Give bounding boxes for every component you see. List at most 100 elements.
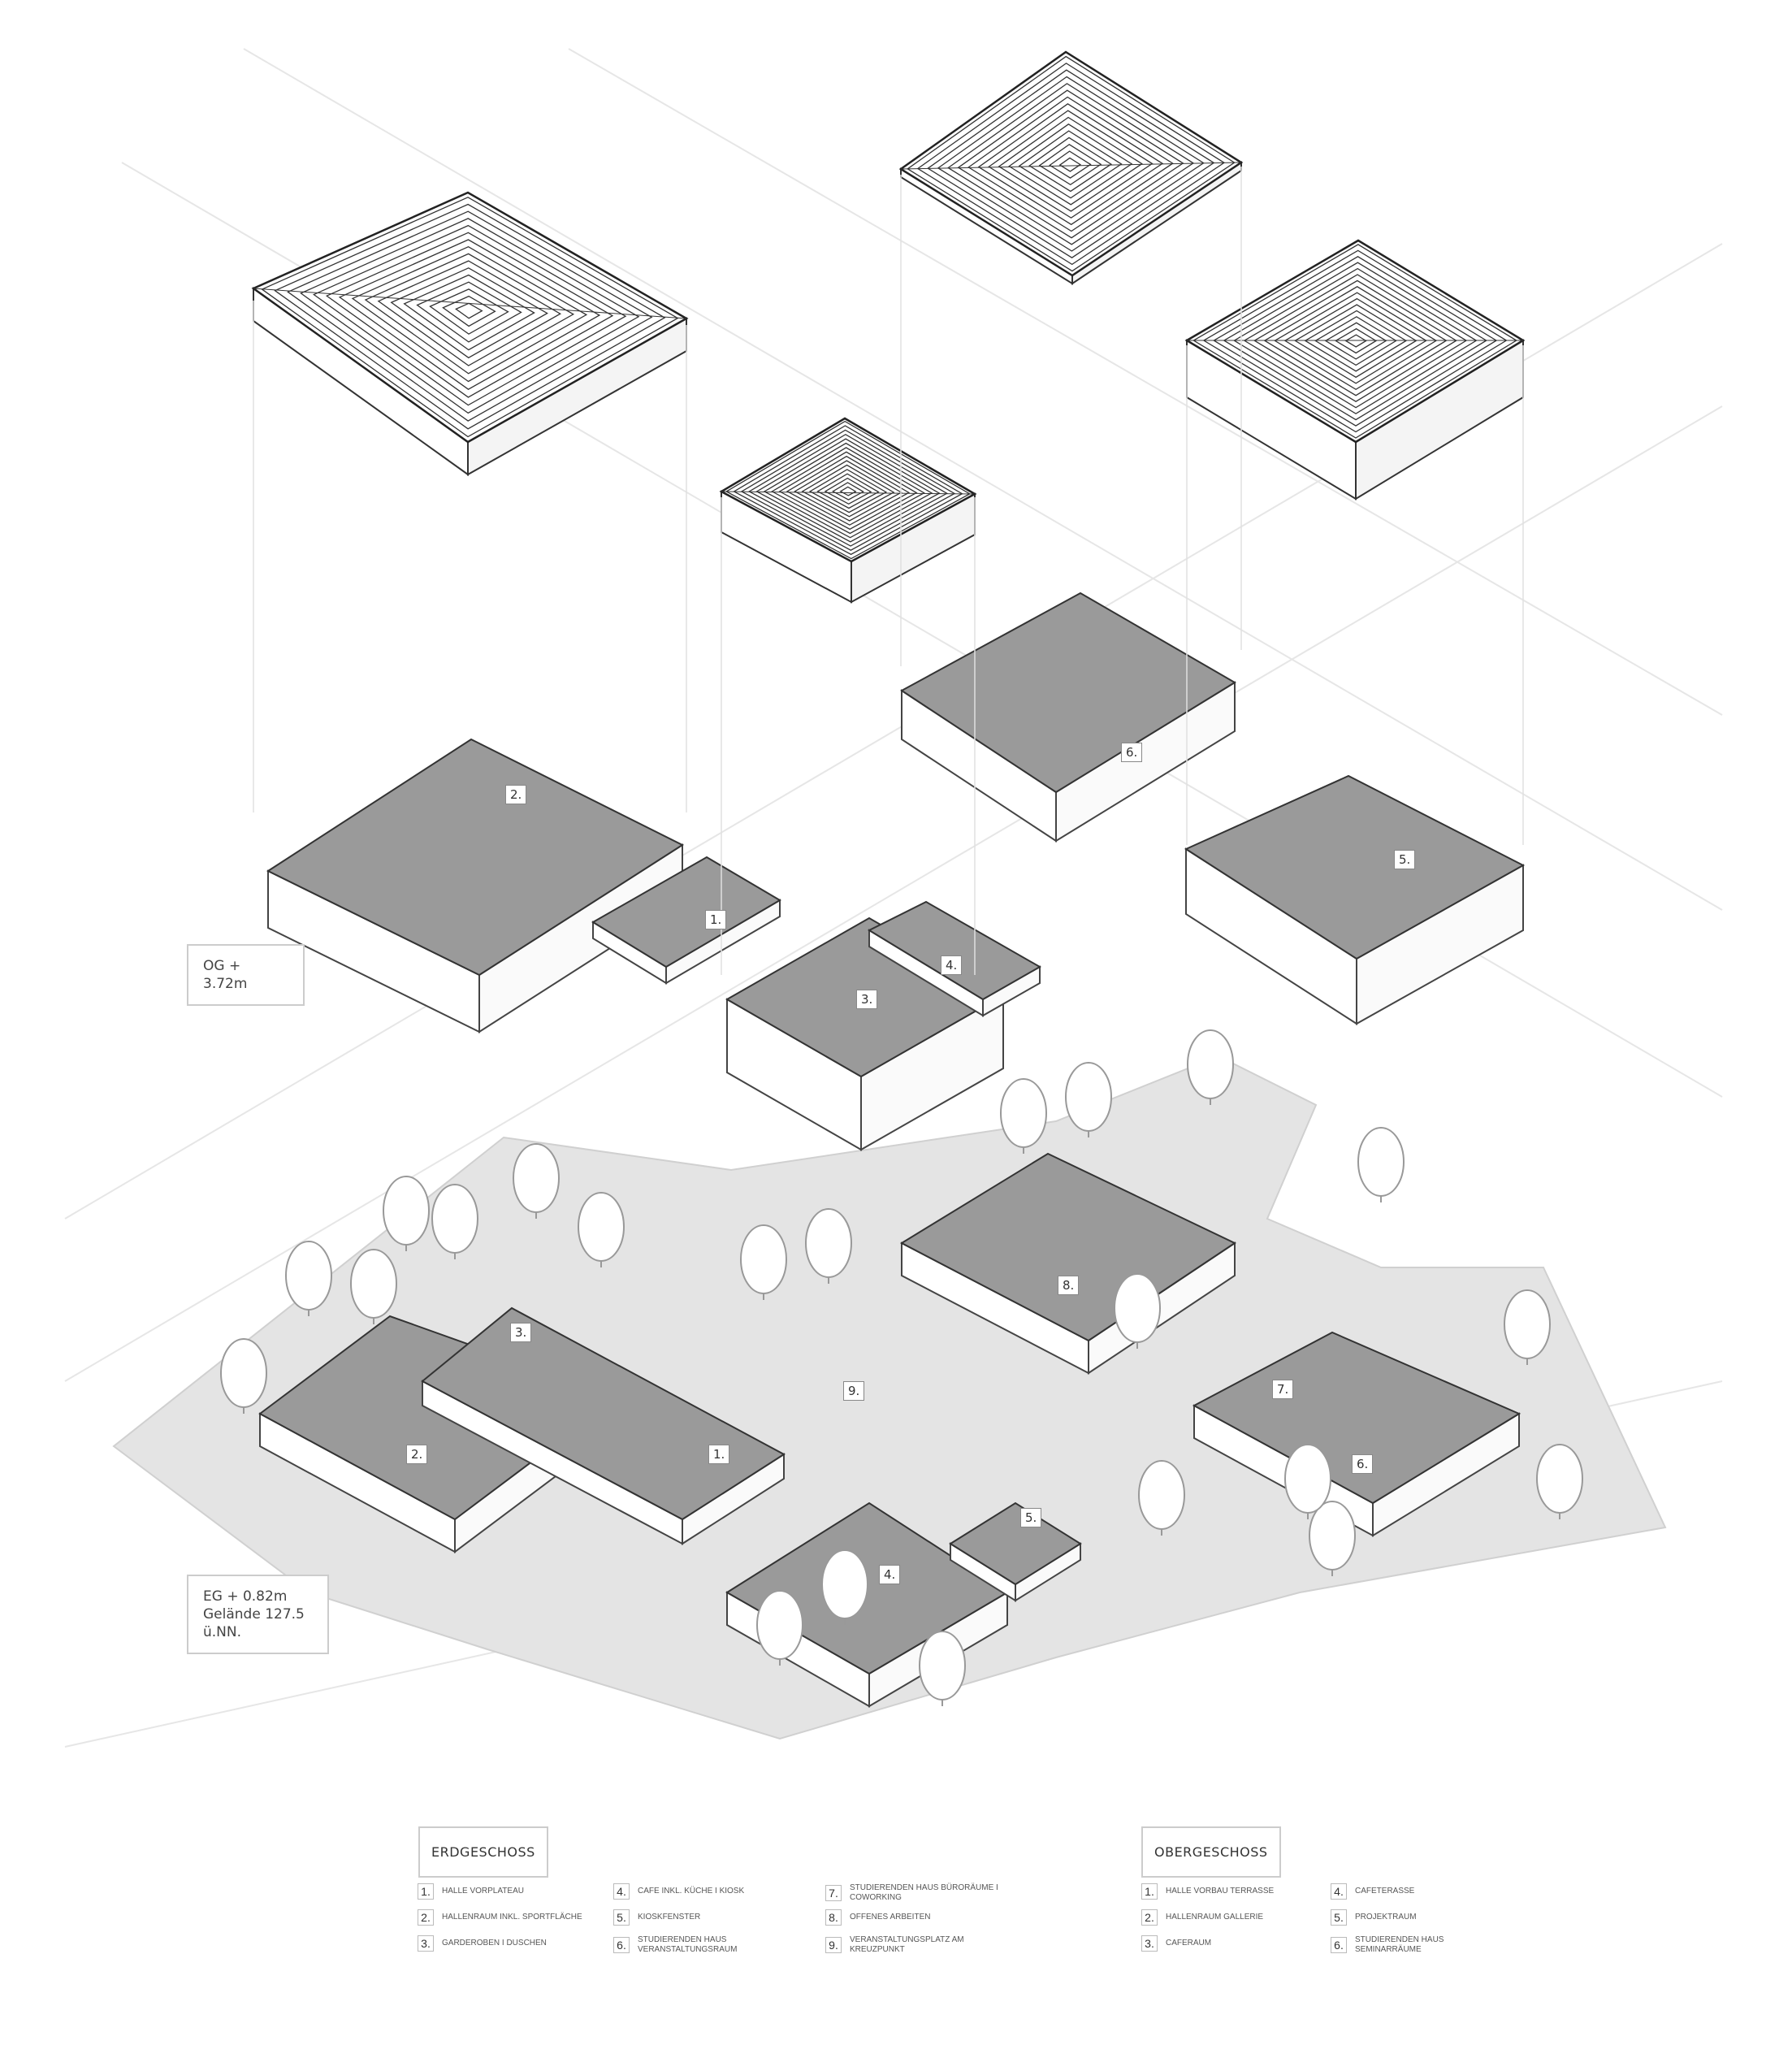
floor-plate — [266, 738, 685, 1033]
eg-label-9: 9. — [843, 1381, 865, 1401]
legend-item: 8. OFFENES ARBEITEN — [825, 1909, 1012, 1926]
legend-item-number: 5. — [1331, 1909, 1347, 1926]
tree-icon — [1138, 1460, 1185, 1536]
legend-item-number: 4. — [613, 1883, 630, 1900]
legend-erdgeschoss-title: ERDGESCHOSS — [418, 1826, 548, 1878]
legend-item: 5. PROJEKTRAUM — [1331, 1909, 1509, 1926]
tree-icon — [285, 1241, 332, 1316]
legend-item-number: 3. — [418, 1935, 434, 1952]
tree-icon — [756, 1590, 803, 1666]
floor-plate — [1184, 774, 1526, 1025]
tree-icon — [805, 1208, 852, 1284]
legend-item: 1. HALLE VORPLATEAU — [418, 1883, 604, 1900]
eg-elevation-text: EG + 0.82m — [203, 1588, 288, 1605]
legend-item-label: GARDEROBEN I DUSCHEN — [442, 1939, 547, 1948]
legend-item-number: 2. — [1141, 1909, 1158, 1926]
eg-label-7: 7. — [1272, 1380, 1294, 1399]
legend-item-label: CAFETERASSE — [1355, 1887, 1415, 1896]
floor-plate — [867, 900, 1042, 1017]
tree-icon — [1357, 1127, 1405, 1202]
legend-item: 3. GARDEROBEN I DUSCHEN — [418, 1935, 604, 1952]
tree-icon — [1000, 1078, 1047, 1154]
legend-item-label: STUDIERENDEN HAUS SEMINARRÄUME — [1355, 1935, 1444, 1954]
og-label-6: 6. — [1121, 743, 1143, 762]
og-label-1: 1. — [705, 910, 727, 929]
legend-obergeschoss-title: OBERGESCHOSS — [1141, 1826, 1281, 1878]
eg-label-3: 3. — [510, 1323, 532, 1342]
eg-label-5: 5. — [1020, 1508, 1042, 1527]
tree-icon — [919, 1631, 966, 1706]
tree-icon — [220, 1338, 267, 1414]
legend-item-label: HALLENRAUM GALLERIE — [1166, 1913, 1264, 1922]
og-label-5: 5. — [1394, 850, 1416, 869]
legend-item: 2. HALLENRAUM INKL. SPORTFLÄCHE — [418, 1909, 604, 1926]
legend-item-label: OFFENES ARBEITEN — [850, 1913, 931, 1922]
tree-icon — [1114, 1273, 1161, 1349]
roof-plate — [898, 50, 1244, 285]
trees — [220, 1029, 1583, 1706]
legend-item: 3.CAFERAUM — [1141, 1935, 1320, 1952]
tree-icon — [740, 1224, 787, 1300]
projection-lines — [253, 167, 1524, 975]
roof-plate — [251, 191, 689, 476]
eg-label-1: 1. — [708, 1445, 730, 1464]
legend-item-label: STUDIERENDEN HAUS BÜRORÄUME I COWORKING — [850, 1883, 998, 1902]
og-elevation-text: OG + 3.72m — [203, 958, 248, 992]
legend-item-label: PROJEKTRAUM — [1355, 1913, 1417, 1922]
tree-icon — [513, 1143, 560, 1219]
legend-item: 7. STUDIERENDEN HAUS BÜRORÄUME I COWORKIN… — [825, 1883, 1012, 1903]
legend-item-number: 2. — [418, 1909, 434, 1926]
tree-icon — [1504, 1289, 1551, 1365]
ground-elevation-text: Gelände 127.5 ü.NN. — [203, 1606, 305, 1640]
legend-item: 6. STUDIERENDEN HAUS SEMINARRÄUME — [1331, 1935, 1509, 1955]
legend-item: 4. CAFE INKL. KÜCHE I KIOSK — [613, 1883, 800, 1900]
legend-item-number: 4. — [1331, 1883, 1347, 1900]
tree-icon — [431, 1184, 478, 1259]
legend-item-label: HALLENRAUM INKL. SPORTFLÄCHE — [442, 1913, 582, 1922]
tree-icon — [383, 1176, 430, 1251]
legend-item-label: STUDIERENDEN HAUS VERANSTALTUNGSRAUM — [638, 1935, 738, 1954]
legend-item-label: CAFE INKL. KÜCHE I KIOSK — [638, 1887, 745, 1896]
tree-icon — [821, 1549, 868, 1625]
tree-icon — [1284, 1444, 1331, 1519]
level-og-label: OG + 3.72m — [187, 944, 305, 1006]
legend-item: 4. CAFETERASSE — [1331, 1883, 1509, 1900]
eg-label-2: 2. — [406, 1445, 428, 1464]
tree-icon — [350, 1249, 397, 1324]
legend-item-number: 6. — [1331, 1937, 1347, 1953]
legend-item: 9. VERANSTALTUNGSPLATZ AM KREUZPUNKT — [825, 1935, 1012, 1955]
legend-item-number: 5. — [613, 1909, 630, 1926]
tree-icon — [1536, 1444, 1583, 1519]
tree-icon — [578, 1192, 625, 1267]
legend-item: 1. HALLE VORBAU TERRASSE — [1141, 1883, 1320, 1900]
legend-item-label: VERANSTALTUNGSPLATZ AM KREUZPUNKT — [850, 1935, 964, 1954]
roof-plates — [251, 50, 1526, 604]
legend-item-label: HALLE VORBAU TERRASSE — [1166, 1887, 1275, 1896]
roof-plate — [719, 417, 977, 604]
legend-item: 6. STUDIERENDEN HAUS VERANSTALTUNGSRAUM — [613, 1935, 800, 1955]
eg-label-8: 8. — [1058, 1276, 1080, 1295]
eg-label-4: 4. — [879, 1565, 901, 1584]
legend-item-number: 9. — [825, 1937, 842, 1953]
level-eg-label: EG + 0.82m Gelände 127.5 ü.NN. — [187, 1575, 329, 1654]
legend-item-label: HALLE VORPLATEAU — [442, 1887, 524, 1896]
floor-plate — [949, 1501, 1082, 1602]
legend-item-label: KIOSKFENSTER — [638, 1913, 701, 1922]
legend-item-number: 8. — [825, 1909, 842, 1926]
roof-plate — [1184, 239, 1526, 500]
legend-item-number: 6. — [613, 1937, 630, 1953]
legend-item-number: 1. — [418, 1883, 434, 1900]
eg-label-6: 6. — [1352, 1454, 1374, 1474]
og-label-2: 2. — [505, 785, 527, 804]
legend-item: 2. HALLENRAUM GALLERIE — [1141, 1909, 1320, 1926]
legend-item: 5. KIOSKFENSTER — [613, 1909, 800, 1926]
legend-item-number: 7. — [825, 1885, 842, 1901]
og-label-3: 3. — [856, 990, 878, 1009]
floor-plate — [421, 1306, 786, 1545]
tree-icon — [1309, 1501, 1356, 1576]
tree-icon — [1187, 1029, 1234, 1105]
tree-icon — [1065, 1062, 1112, 1137]
legend-item-number: 1. — [1141, 1883, 1158, 1900]
legend-item-label: CAFERAUM — [1166, 1939, 1212, 1948]
